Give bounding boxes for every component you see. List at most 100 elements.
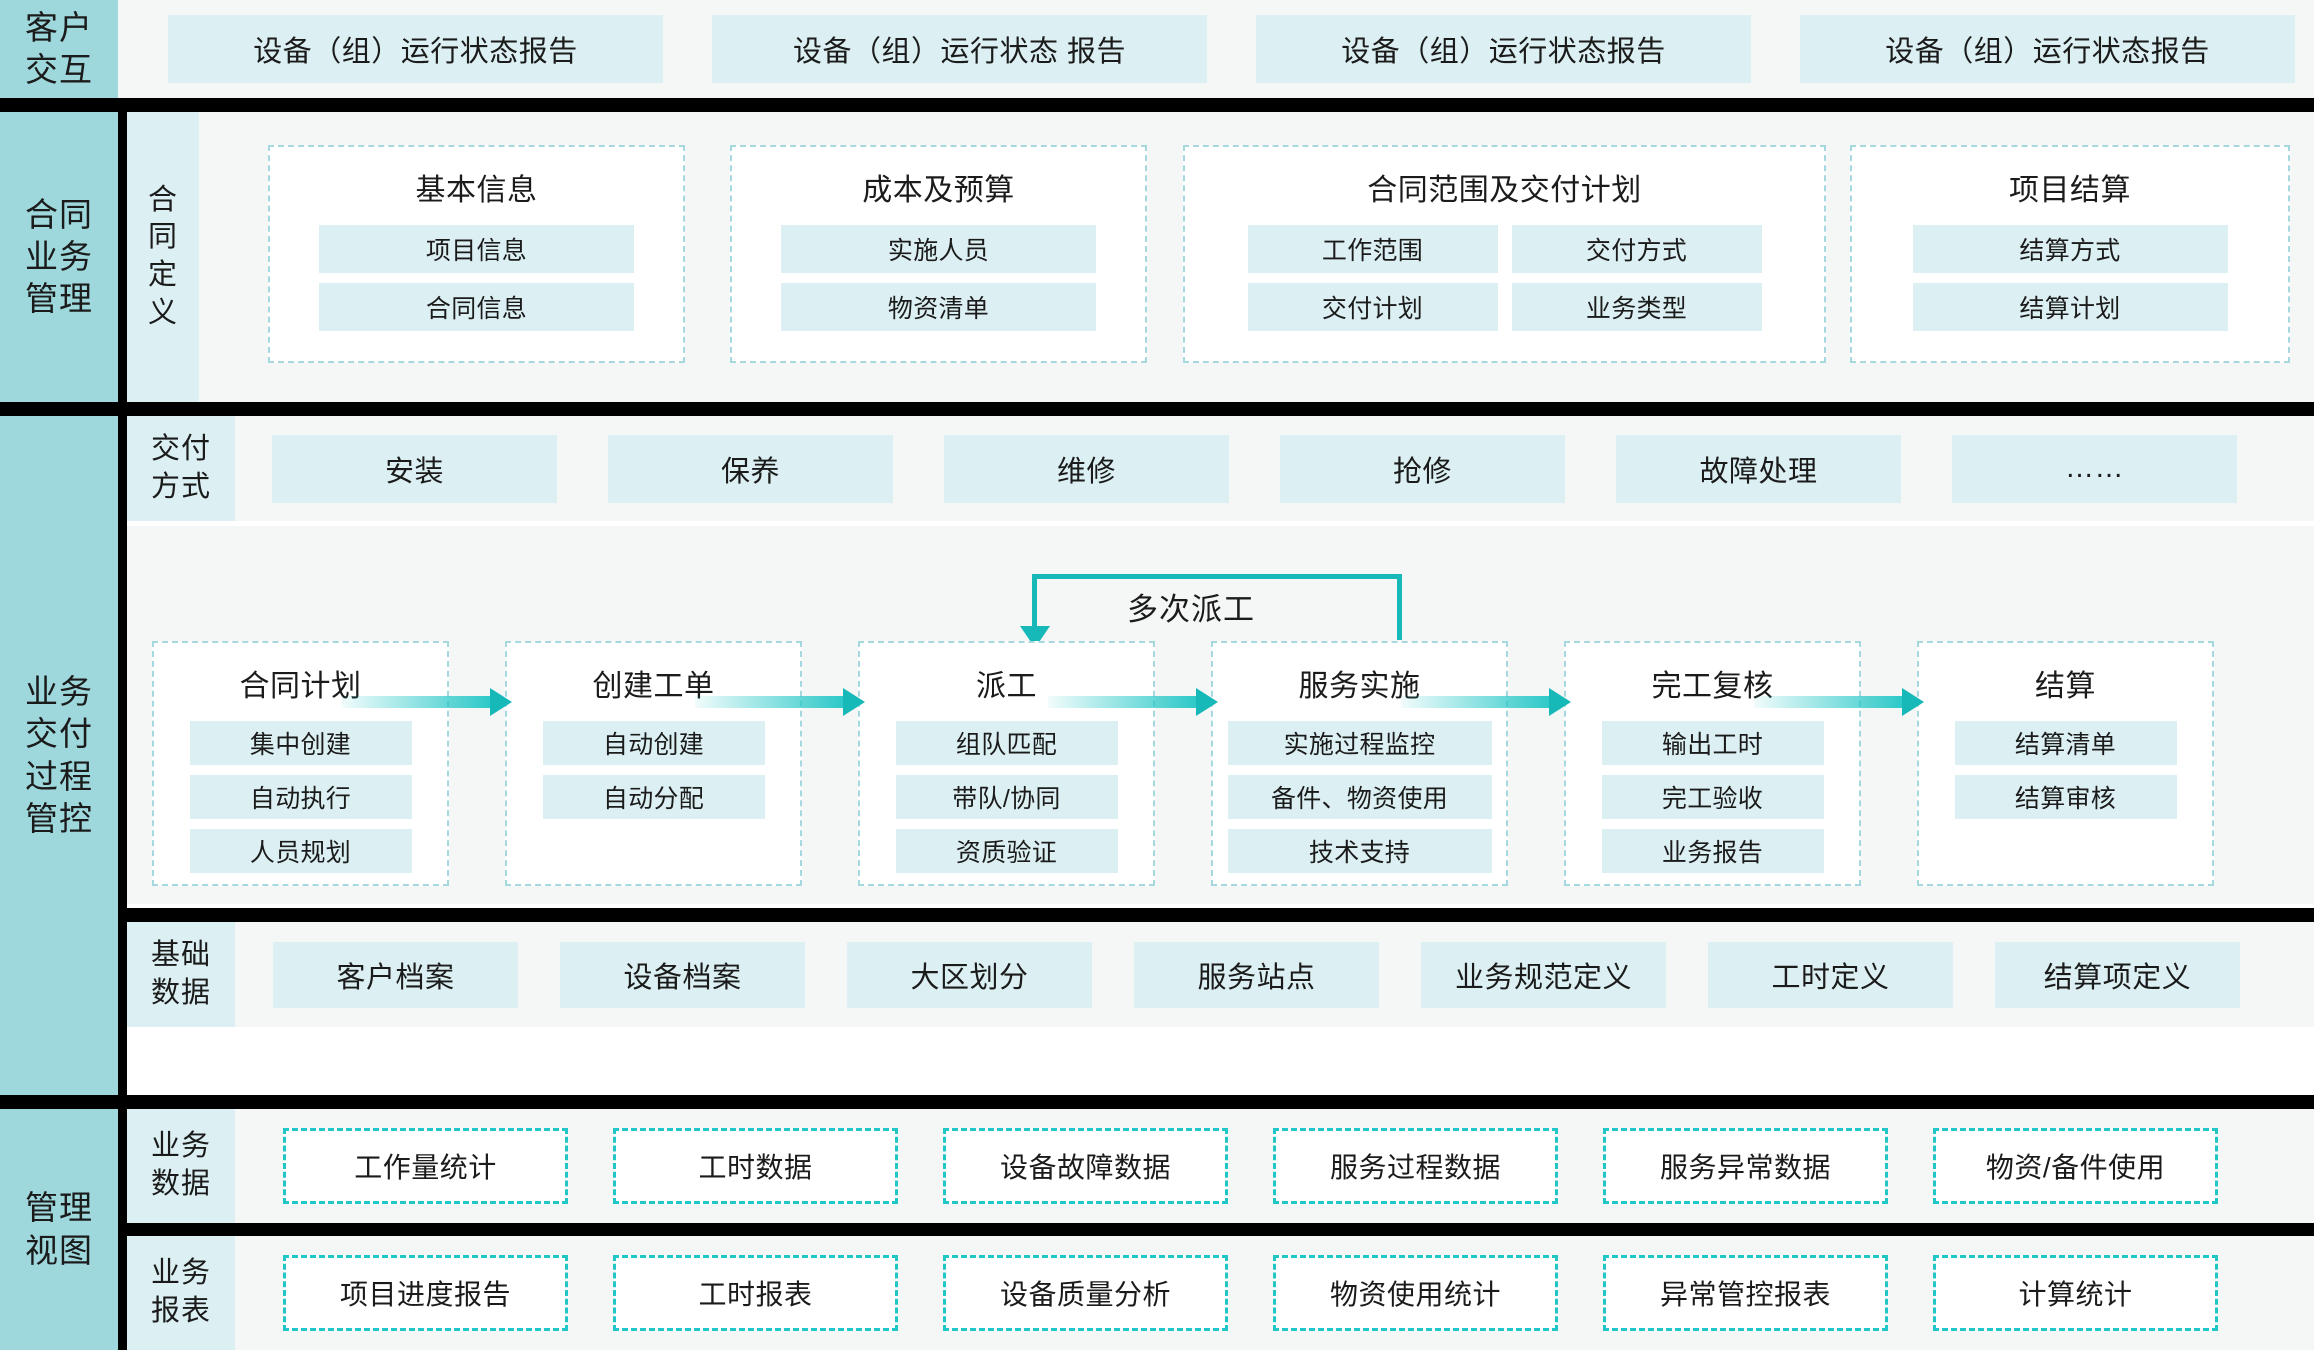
stage-item[interactable]: 人员规划	[189, 829, 412, 873]
loop-line-top	[1032, 574, 1402, 579]
contract-card-project-settlement[interactable]: 项目结算 结算方式 结算计划	[1850, 145, 2290, 363]
business-report-item[interactable]: 工时报表	[613, 1255, 898, 1331]
lane-label-line: 管控	[25, 799, 93, 837]
customer-report-item[interactable]: 设备（组）运行状态报告	[168, 15, 663, 83]
business-report-item[interactable]: 设备质量分析	[943, 1255, 1228, 1331]
lane-label-customer-interaction: 客户 交互	[0, 0, 118, 98]
flow-stage-settlement[interactable]: 结算 结算清单 结算审核	[1917, 641, 2214, 886]
card-item[interactable]: 合同信息	[319, 283, 634, 331]
basic-data-item[interactable]: 结算项定义	[1995, 941, 2240, 1008]
business-data-item[interactable]: 设备故障数据	[943, 1128, 1228, 1204]
card-items: 结算方式 结算计划	[1852, 225, 2288, 331]
basic-data-item[interactable]: 业务规范定义	[1421, 941, 1666, 1008]
customer-report-item[interactable]: 设备（组）运行状态 报告	[712, 15, 1207, 83]
delivery-flow-panel: 多次派工 合同计划 集中创建 自动执行 人员规划 创建工单 自动创建 自动分配	[127, 526, 2314, 904]
flow-stage-completion-review[interactable]: 完工复核 输出工时 完工验收 业务报告	[1564, 641, 1861, 886]
business-data-item[interactable]: 服务过程数据	[1273, 1128, 1558, 1204]
divider	[118, 112, 127, 402]
basic-data-row: 基础 数据 客户档案 设备档案 大区划分 服务站点 业务规范定义 工时定义 结算…	[127, 922, 2314, 1027]
card-title: 合同范围及交付计划	[1367, 174, 1642, 207]
stage-item[interactable]: 输出工时	[1601, 721, 1824, 765]
business-data-item[interactable]: 工作量统计	[283, 1128, 568, 1204]
flow-arrow-icon	[695, 688, 865, 716]
lane-label-line: 交付	[25, 715, 93, 753]
stage-item[interactable]: 实施过程监控	[1227, 721, 1492, 765]
delivery-method-item[interactable]: 维修	[944, 434, 1229, 503]
delivery-method-item[interactable]: 故障处理	[1616, 434, 1901, 503]
row-management-view: 管理 视图 业务 数据 工作量统计 工时数据 设备故障数据 服务过程数据 服务异…	[0, 1109, 2314, 1350]
lane-label-delivery-process: 业务 交付 过程 管控	[0, 416, 118, 1095]
lane-label-line: 过程	[25, 757, 93, 795]
delivery-method-item[interactable]: ……	[1952, 434, 2237, 503]
delivery-method-item[interactable]: 安装	[272, 434, 557, 503]
business-report-item[interactable]: 项目进度报告	[283, 1255, 568, 1331]
basic-data-item[interactable]: 服务站点	[1134, 941, 1379, 1008]
contract-card-basic-info[interactable]: 基本信息 项目信息 合同信息	[268, 145, 685, 363]
stage-items: 输出工时 完工验收 业务报告	[1566, 721, 1859, 873]
flow-stage-contract-plan[interactable]: 合同计划 集中创建 自动执行 人员规划	[152, 641, 449, 886]
card-item[interactable]: 项目信息	[319, 225, 634, 273]
stage-title: 服务实施	[1298, 670, 1421, 703]
business-report-item[interactable]: 计算统计	[1933, 1255, 2218, 1331]
stage-item[interactable]: 结算审核	[1954, 775, 2177, 819]
stage-item[interactable]: 带队/协同	[895, 775, 1118, 819]
card-title: 基本信息	[415, 174, 538, 207]
contract-card-scope-delivery-plan[interactable]: 合同范围及交付计划 工作范围 交付方式 交付计划 业务类型	[1183, 145, 1826, 363]
business-data-item[interactable]: 服务异常数据	[1603, 1128, 1888, 1204]
business-data-item[interactable]: 物资/备件使用	[1933, 1128, 2218, 1204]
flow-stage-dispatch[interactable]: 派工 组队匹配 带队/协同 资质验证	[858, 641, 1155, 886]
lane-label-management-view: 管理 视图	[0, 1109, 118, 1350]
card-item[interactable]: 实施人员	[781, 225, 1096, 273]
card-item[interactable]: 物资清单	[781, 283, 1096, 331]
row-customer-interaction: 客户 交互 设备（组）运行状态报告 设备（组）运行状态 报告 设备（组）运行状态…	[0, 0, 2314, 98]
sub-lane-business-report: 业务 报表	[127, 1236, 235, 1350]
basic-data-item[interactable]: 工时定义	[1708, 941, 1953, 1008]
business-report-item[interactable]: 异常管控报表	[1603, 1255, 1888, 1331]
card-item[interactable]: 交付计划	[1247, 283, 1498, 331]
card-item[interactable]: 交付方式	[1511, 225, 1762, 273]
stage-item[interactable]: 结算清单	[1954, 721, 2177, 765]
flow-stage-service-execution[interactable]: 服务实施 实施过程监控 备件、物资使用 技术支持	[1211, 641, 1508, 886]
stage-item[interactable]: 资质验证	[895, 829, 1118, 873]
stage-item[interactable]: 技术支持	[1227, 829, 1492, 873]
flow-arrow-icon	[1401, 688, 1571, 716]
contract-cards-area: 基本信息 项目信息 合同信息 成本及预算 实施人员 物资清单 合同范围及交付计划	[199, 112, 2314, 402]
sub-lane-contract-definition: 合 同 定 义	[127, 112, 199, 402]
stage-item[interactable]: 自动创建	[542, 721, 765, 765]
delivery-method-item[interactable]: 保养	[608, 434, 893, 503]
delivery-method-item[interactable]: 抢修	[1280, 434, 1565, 503]
basic-data-item[interactable]: 设备档案	[560, 941, 805, 1008]
flow-stage-create-work-order[interactable]: 创建工单 自动创建 自动分配	[505, 641, 802, 886]
card-item-row: 工作范围 交付方式	[1185, 225, 1824, 273]
divider	[118, 416, 127, 1095]
sub-lane-business-data: 业务 数据	[127, 1109, 235, 1223]
basic-data-item[interactable]: 客户档案	[273, 941, 518, 1008]
stage-item[interactable]: 自动执行	[189, 775, 412, 819]
card-item[interactable]: 工作范围	[1247, 225, 1498, 273]
stage-item[interactable]: 完工验收	[1601, 775, 1824, 819]
business-report-item[interactable]: 物资使用统计	[1273, 1255, 1558, 1331]
stage-item[interactable]: 自动分配	[542, 775, 765, 819]
card-item[interactable]: 业务类型	[1511, 283, 1762, 331]
divider	[127, 908, 2314, 922]
stage-title: 完工复核	[1651, 670, 1774, 703]
stage-title: 派工	[976, 670, 1037, 703]
stage-item[interactable]: 备件、物资使用	[1227, 775, 1492, 819]
customer-report-item[interactable]: 设备（组）运行状态报告	[1256, 15, 1751, 83]
stage-item[interactable]: 集中创建	[189, 721, 412, 765]
sub-lane-line: 业务	[150, 1130, 211, 1163]
card-item-row: 交付计划 业务类型	[1185, 283, 1824, 331]
flow-arrow-icon	[1048, 688, 1218, 716]
basic-data-item[interactable]: 大区划分	[847, 941, 1092, 1008]
stage-item[interactable]: 组队匹配	[895, 721, 1118, 765]
delivery-method-items: 安装 保养 维修 抢修 故障处理 ……	[235, 416, 2314, 521]
card-item[interactable]: 结算计划	[1912, 283, 2228, 331]
card-item[interactable]: 结算方式	[1912, 225, 2228, 273]
management-view-content: 业务 数据 工作量统计 工时数据 设备故障数据 服务过程数据 服务异常数据 物资…	[127, 1109, 2314, 1350]
stage-item[interactable]: 业务报告	[1601, 829, 1824, 873]
stage-title: 合同计划	[239, 670, 362, 703]
contract-card-cost-budget[interactable]: 成本及预算 实施人员 物资清单	[730, 145, 1147, 363]
customer-report-item[interactable]: 设备（组）运行状态报告	[1800, 15, 2295, 83]
business-data-item[interactable]: 工时数据	[613, 1128, 898, 1204]
divider	[0, 1095, 2314, 1109]
